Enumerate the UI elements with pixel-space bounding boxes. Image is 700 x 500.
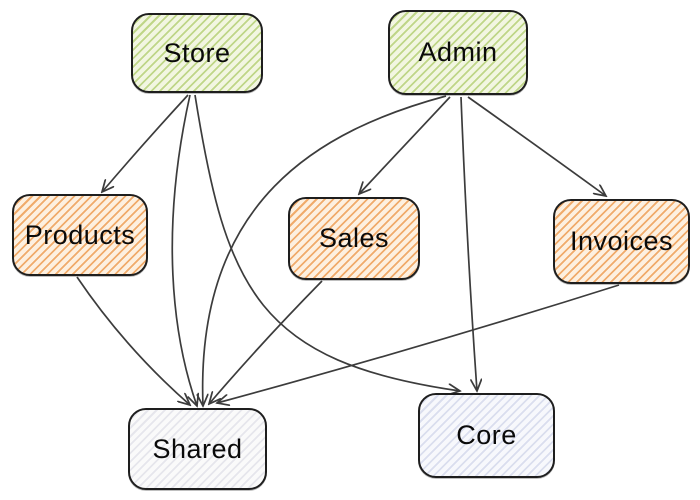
node-store: Store	[131, 13, 263, 93]
node-label-store: Store	[163, 37, 231, 68]
edge-store-products	[102, 94, 189, 192]
node-core: Core	[418, 393, 555, 478]
node-invoices: Invoices	[553, 199, 690, 284]
edge-products-shared	[76, 276, 190, 405]
node-label-invoices: Invoices	[569, 226, 674, 256]
node-sales: Sales	[288, 197, 420, 280]
node-products: Products	[12, 194, 148, 276]
edge-sales-shared	[209, 280, 323, 404]
node-label-sales: Sales	[318, 223, 390, 253]
edge-admin-shared	[203, 95, 447, 406]
node-label-shared: Shared	[152, 433, 243, 464]
node-shared: Shared	[128, 408, 267, 490]
edge-invoices-shared	[217, 284, 620, 403]
node-label-admin: Admin	[418, 37, 498, 67]
node-admin: Admin	[388, 10, 528, 95]
edge-admin-core	[460, 96, 477, 391]
edge-store-shared	[171, 94, 197, 406]
node-label-core: Core	[456, 420, 517, 450]
edge-admin-invoices	[467, 96, 606, 196]
edge-admin-sales	[359, 96, 451, 194]
edge-store-core	[194, 94, 460, 391]
node-label-products: Products	[24, 219, 136, 250]
